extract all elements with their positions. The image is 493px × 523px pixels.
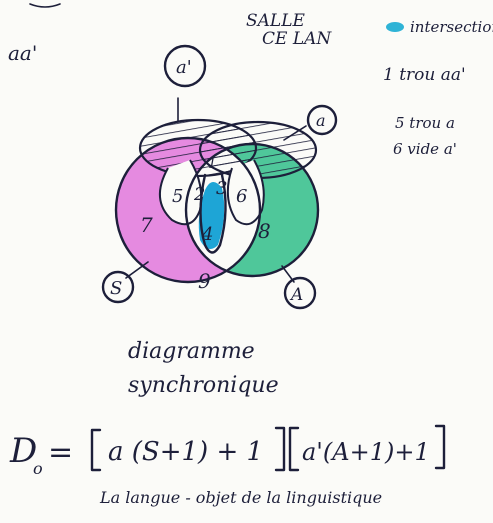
label-a-prime: a' (176, 57, 192, 78)
label-circle-a (306, 104, 338, 136)
footer-note: La langue - objet de la linguistique (99, 488, 382, 507)
bracket2-close (434, 424, 446, 470)
region-5: 5 (172, 186, 183, 207)
intersection-swatch (386, 22, 404, 32)
caption-line2: synchronique (128, 373, 279, 398)
region-3: 3 (216, 178, 227, 199)
bracket1-close (274, 426, 286, 472)
circle-A-outline (184, 142, 320, 278)
region-4: 4 (201, 224, 213, 245)
title-line1: SALLE (246, 11, 306, 31)
region-1: 1 (208, 157, 216, 172)
bracket2-open (288, 426, 300, 472)
region-6: 6 (236, 186, 247, 207)
region-2: 2 (193, 184, 205, 205)
caption-line1: diagramme (128, 339, 255, 364)
legend-note-1: 1 trou aa' (383, 65, 466, 85)
leader-a (283, 125, 307, 141)
formula-bracket1: a (S+1) + 1 (108, 437, 263, 467)
formula-bracket2: a'(A+1)+1 (302, 438, 430, 466)
center-lens (199, 173, 227, 254)
label-circle-S (101, 270, 135, 304)
region-9: 9 (198, 269, 211, 293)
legend-note-2: 5 trou a (395, 114, 455, 132)
intersection-blue-region (198, 181, 225, 249)
region-7: 7 (140, 213, 153, 237)
label-circle-a-prime (163, 44, 207, 88)
formula-lhs: D (9, 431, 37, 471)
formula-equals: = (48, 435, 73, 470)
leader-S (125, 261, 149, 279)
title-line2: CE LAN (262, 29, 332, 49)
lobe-left (159, 159, 203, 226)
formula-lhs-subscript: o (33, 459, 43, 478)
label-circle-A (283, 276, 317, 310)
label-a: a (316, 111, 326, 130)
label-A: A (289, 285, 303, 305)
lobe-right (226, 159, 265, 226)
legend-swatch-label: intersection (410, 18, 493, 36)
label-S: S (110, 278, 122, 299)
left-note: aa' (8, 41, 37, 65)
region-8: 8 (258, 219, 271, 243)
bracket1-open (90, 428, 102, 472)
top-scribble (29, 3, 61, 8)
circle-S-outline (114, 136, 262, 284)
legend-note-3: 6 vide a' (393, 140, 457, 158)
